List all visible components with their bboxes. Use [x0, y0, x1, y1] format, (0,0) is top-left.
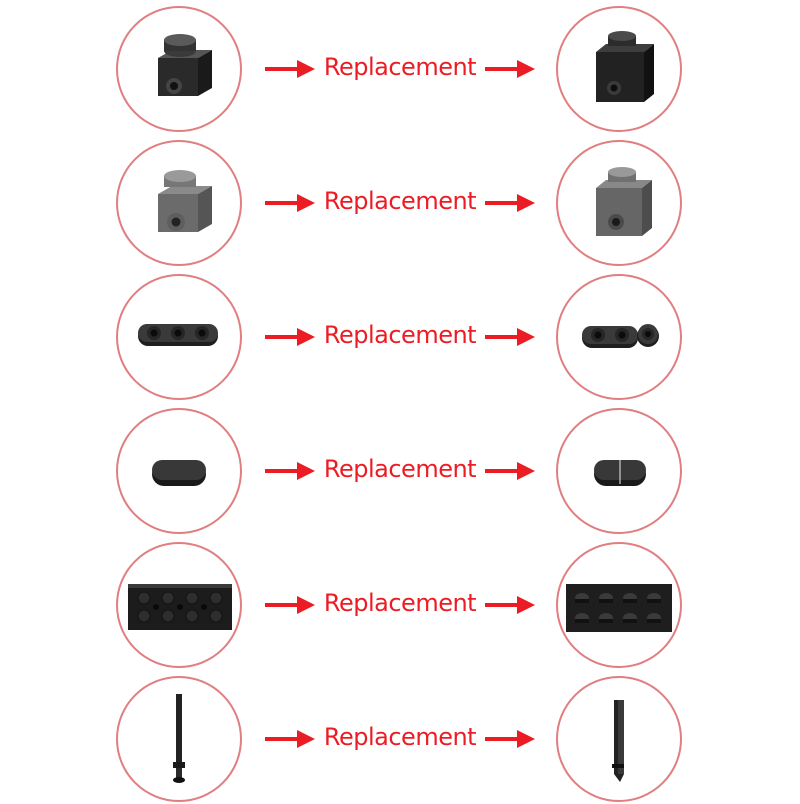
original-part-circle	[116, 140, 242, 266]
gray-1x1-brick-with-side-stud-icon	[596, 167, 652, 236]
replacement-label: Replacement	[323, 455, 477, 483]
right-arrow-icon	[265, 596, 315, 614]
replacement-row: Replacement	[0, 670, 800, 804]
black-split-rounded-tile-icon	[594, 460, 646, 486]
original-part-circle	[116, 542, 242, 668]
right-arrow-icon	[485, 194, 535, 212]
black-1x1-brick-with-side-stud-icon	[158, 34, 212, 96]
black-1x3-plate-with-holes-icon	[138, 324, 218, 346]
replacement-label: Replacement	[323, 321, 477, 349]
right-arrow-icon	[485, 328, 535, 346]
black-1x1-brick-with-side-stud-icon	[596, 31, 654, 102]
gray-1x1-brick-with-side-stud-icon	[158, 170, 212, 232]
right-arrow-icon	[485, 596, 535, 614]
replacement-row: Replacement	[0, 536, 800, 670]
right-arrow-icon	[265, 60, 315, 78]
replacement-row: Replacement	[0, 268, 800, 402]
original-part-circle	[116, 676, 242, 802]
replacement-part-circle	[556, 676, 682, 802]
right-arrow-icon	[265, 194, 315, 212]
replacement-part-circle	[556, 542, 682, 668]
right-arrow-icon	[485, 462, 535, 480]
original-part-circle	[116, 408, 242, 534]
black-1x2-rounded-tile-icon	[152, 460, 206, 486]
right-arrow-icon	[265, 328, 315, 346]
black-2x4-plate-top-icon	[566, 584, 672, 632]
replacement-row: Replacement	[0, 0, 800, 134]
black-2x4-plate-underside-icon	[128, 584, 232, 630]
replacement-part-circle	[556, 140, 682, 266]
replacement-part-circle	[556, 408, 682, 534]
right-arrow-icon	[485, 60, 535, 78]
replacement-label: Replacement	[323, 187, 477, 215]
original-part-circle	[116, 6, 242, 132]
replacement-label: Replacement	[323, 589, 477, 617]
replacement-row: Replacement	[0, 134, 800, 268]
replacement-label: Replacement	[323, 53, 477, 81]
black-1x2-plate-and-round-plate-icon	[582, 324, 659, 348]
right-arrow-icon	[265, 462, 315, 480]
replacement-part-circle	[556, 6, 682, 132]
black-antenna-bar-icon	[173, 694, 185, 783]
original-part-circle	[116, 274, 242, 400]
replacement-label: Replacement	[323, 723, 477, 751]
black-bar-icon	[612, 700, 624, 782]
right-arrow-icon	[265, 730, 315, 748]
replacement-row: Replacement	[0, 402, 800, 536]
replacement-part-circle	[556, 274, 682, 400]
right-arrow-icon	[485, 730, 535, 748]
